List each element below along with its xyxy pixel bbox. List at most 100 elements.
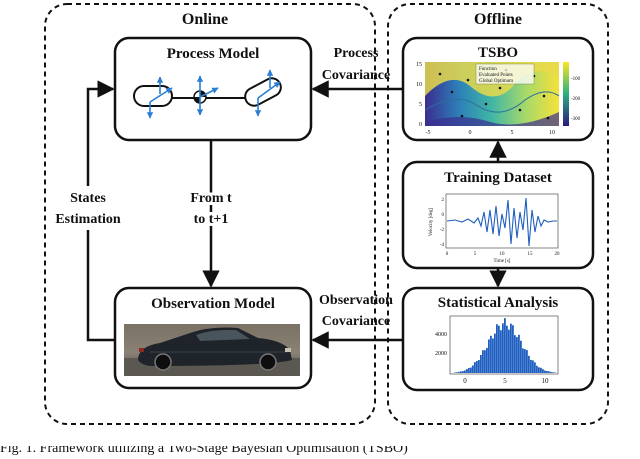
svg-text:0: 0 [446,252,449,257]
histogram-bar [470,367,472,373]
svg-text:15: 15 [416,62,422,68]
histogram-bar [508,329,510,373]
histogram-bar [514,335,516,373]
histogram-bar [482,350,484,373]
svg-text:-300: -300 [571,117,581,122]
svg-text:2000: 2000 [435,351,447,357]
histogram-bar [464,370,466,373]
svg-text:-100: -100 [571,77,581,82]
svg-text:10: 10 [416,82,422,88]
statistical-analysis-title: Statistical Analysis [438,295,559,311]
histogram-bar [494,333,496,373]
histogram-bar [490,335,492,373]
histogram-bar [502,323,504,373]
svg-text:5: 5 [419,102,422,108]
histogram-bar [480,355,482,373]
svg-text:10: 10 [500,252,506,257]
histogram-bar [518,334,520,373]
histogram-bar [546,371,548,373]
svg-text:0: 0 [469,130,472,136]
training-dataset-box: Training Dataset 2 0 -2 -4 0 5 10 15 20 … [401,160,595,270]
svg-text:10: 10 [542,377,550,385]
histogram-bar [544,370,546,373]
svg-text:Velocity [deg]: Velocity [deg] [429,207,434,236]
process-covariance-label-2: Covariance [322,68,390,83]
svg-text:2: 2 [442,198,445,203]
histogram-bar [528,355,530,373]
histogram-bar [542,369,544,373]
svg-text:5: 5 [503,377,507,385]
training-signal-plot: 2 0 -2 -4 0 5 10 15 20 Time [s] Velocity… [429,193,561,264]
observation-covariance-label-2: Covariance [322,314,390,329]
histogram-bar [526,350,528,373]
observation-model-box: Observation Model [113,286,313,390]
process-model-title: Process Model [167,46,260,62]
observation-model-title: Observation Model [151,296,275,312]
offline-panel [387,3,609,425]
histogram-bar [496,324,498,373]
histogram-bar [538,367,540,373]
svg-text:5: 5 [474,252,477,257]
histogram-bar [476,360,478,373]
svg-text:20: 20 [555,252,561,257]
histogram-bar [550,371,552,373]
observation-covariance-label-1: Observation [319,293,393,308]
offline-panel-title: Offline [474,11,522,28]
figure-caption: Fig. 1. Framework utilizing a Two-Stage … [0,446,408,456]
histogram-bar [532,360,534,373]
histogram-bar [530,359,532,373]
tsbo-contour-plot: Function Evaluated Points Global Optimum… [416,62,581,136]
histogram-bar [534,362,536,373]
histogram-bar [488,339,490,373]
svg-text:-200: -200 [571,97,581,102]
histogram-bar [456,372,458,373]
histogram-bar [504,318,506,373]
histogram-plot: 4000 2000 0 5 10 [435,315,559,385]
svg-text:-5: -5 [426,130,431,136]
states-estimation-label-1: States [70,191,106,206]
svg-text:0: 0 [419,122,422,128]
tsbo-box: TSBO Function Evaluated Points Global Op… [401,36,595,142]
svg-text:Global Optimum: Global Optimum [479,79,513,84]
histogram-bar [474,362,476,373]
histogram-bar [506,325,508,373]
histogram-bar [472,365,474,373]
svg-text:5: 5 [511,130,514,136]
histogram-bar [478,360,480,373]
histogram-bar [466,369,468,373]
histogram-bar [498,325,500,373]
svg-text:-2: -2 [440,228,445,233]
histogram-bar [552,372,554,373]
histogram-bar [520,340,522,373]
svg-text:-4: -4 [440,243,445,248]
histogram-bar [516,337,518,373]
histogram-bar [454,372,456,373]
process-model-box: Process Model [113,36,313,142]
histogram-bar [554,372,556,373]
framework-diagram: Online Offline Process Model [44,3,609,425]
svg-text:15: 15 [528,252,534,257]
car-photo [124,324,300,376]
svg-text:4000: 4000 [435,332,447,338]
states-estimation-label-2: Estimation [55,212,121,227]
histogram-bar [536,365,538,373]
vehicle-model-schematic [133,69,282,119]
svg-text:Time [s]: Time [s] [494,259,511,264]
histogram-bar [486,347,488,373]
histogram-bar [484,350,486,373]
time-step-label-1: From t [190,191,232,206]
process-covariance-label-1: Process [334,46,379,61]
training-dataset-title: Training Dataset [444,170,552,186]
histogram-bar [500,330,502,373]
online-panel [44,3,376,425]
histogram-bar [524,349,526,373]
svg-text:10: 10 [549,130,555,136]
statistical-analysis-box: Statistical Analysis 4000 2000 0 5 10 [401,286,595,392]
histogram-bars [454,318,556,373]
histogram-bar [512,325,514,373]
histogram-bar [548,371,550,373]
histogram-bar [468,367,470,373]
histogram-bar [522,348,524,373]
histogram-bar [460,371,462,373]
time-step-label-2: to t+1 [194,212,229,227]
